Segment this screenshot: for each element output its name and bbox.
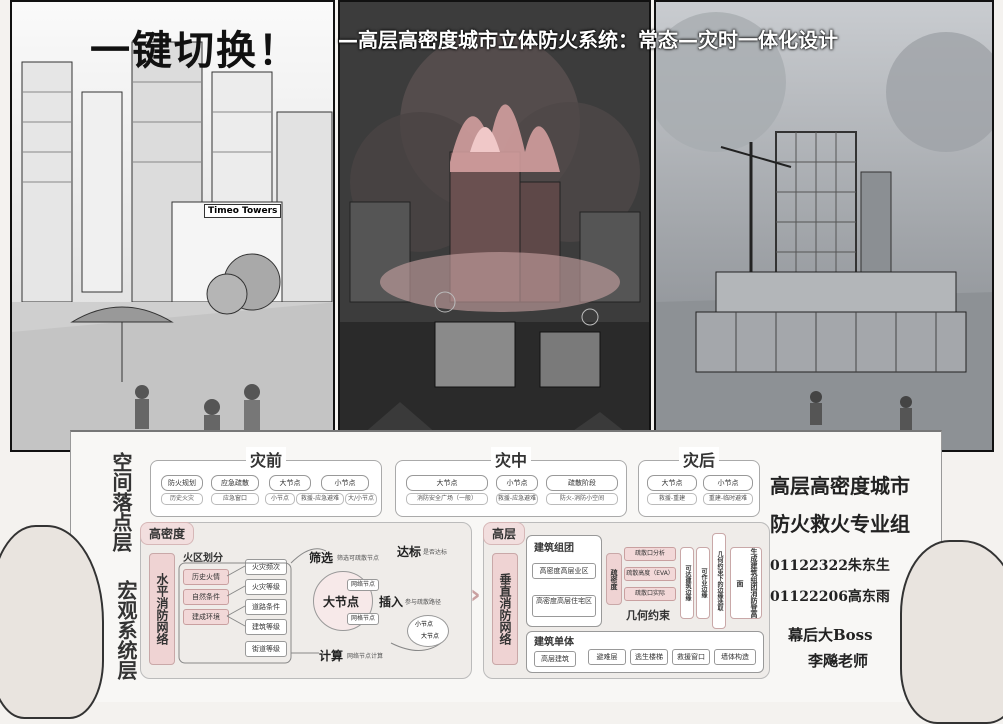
phase-item: 大节点 [406, 475, 488, 491]
subtitle: —高层高密度城市立体防火系统：常态—灾时一体化设计 [338, 28, 838, 52]
geometry-label: 几何约束 [626, 609, 670, 622]
phase-before-box: 灾前 防火规划 应急疏散 大节点 小节点 历史火灾 应急窗口 小节点 救援-应急… [150, 447, 382, 517]
team-line-1: 高层高密度城市 [770, 474, 910, 498]
density-bar: 疏密度 [606, 553, 622, 605]
row-right: 火灾等级 [245, 579, 287, 595]
row-right: 道路条件 [245, 599, 287, 615]
right-hand-illustration [900, 540, 1003, 724]
phase-item: 防火规划 [161, 475, 203, 491]
filter-note: 筛选可疏散节点 [337, 555, 380, 562]
insert-note: 参与疏散路径 [405, 599, 442, 606]
vertical-network-bar: 垂直消防网络 [492, 553, 518, 665]
module-high-density: 高密度 水平消防网络 火区划分 历史火情 自然条件 建成环境 火灾频次 火灾等级… [140, 522, 472, 679]
side-label: 可作业边缘 [696, 547, 710, 619]
phase-item: 大节点 [647, 475, 697, 491]
evac-item: 疏散口实际 [624, 587, 676, 601]
group-item: 高密度高层住宅区 [532, 595, 596, 617]
circle-label: 大节点 [421, 633, 440, 640]
unit-item: 逃生楼梯 [630, 649, 668, 665]
row-left: 建成环境 [183, 609, 229, 625]
left-title-macro: 宏观系统层 [114, 580, 138, 680]
row-right: 街道等级 [245, 641, 287, 657]
unit-item: 救援窗口 [672, 649, 710, 665]
benchmark-label: 达标 [397, 545, 422, 559]
phase-sub: 大/小节点 [345, 493, 377, 505]
small-node-circle [407, 615, 449, 647]
phase-item: 疏散阶段 [546, 475, 618, 491]
module-arrow-icon: › [470, 580, 481, 610]
side-label: 生成建筑组团消防登高面 [730, 547, 762, 619]
big-node-label: 大节点 [323, 595, 360, 609]
module-high-rise: 高层 垂直消防网络 建筑组团 高密度高层业区 高密度高层住宅区 疏密度 疏散口分… [483, 522, 770, 679]
phase-sub: 历史火灾 [161, 493, 203, 505]
phase-sub: 应急窗口 [211, 493, 259, 505]
phase-sub: 小节点 [265, 493, 295, 505]
row-left: 自然条件 [183, 589, 229, 605]
phase-item: 小节点 [496, 475, 538, 491]
city-before-illustration [12, 41, 333, 450]
calc-note: 网络节点计算 [347, 653, 384, 660]
left-hand-illustration [0, 525, 104, 719]
calc-label: 计算 [319, 649, 344, 663]
phase-sub: 消防安全广场（一般） [406, 493, 488, 505]
unit-item: 避难层 [588, 649, 626, 665]
unit-item: 高层建筑 [534, 651, 576, 667]
group-item: 高密度高层业区 [532, 563, 596, 579]
main-title: 一键切换！ [90, 27, 300, 74]
horizontal-network-bar: 水平消防网络 [149, 553, 175, 665]
phase-sub: 救援-应急避难 [496, 493, 538, 505]
boss-label: 幕后大Boss [788, 626, 873, 644]
comic-panel-after [654, 0, 994, 452]
phase-during-box: 灾中 大节点 小节点 疏散阶段 消防安全广场（一般） 救援-应急避难 防火-消防… [395, 447, 627, 517]
boss-name: 李飚老师 [808, 652, 869, 670]
zone-label: 火区划分 [183, 553, 223, 564]
comic-panel-during [338, 0, 651, 452]
row-right: 建筑等级 [245, 619, 287, 635]
side-label: 几何约束下的边缘选取 [712, 533, 726, 629]
phase-before-title: 灾前 [245, 447, 287, 471]
circle-label: 小节点 [415, 621, 434, 628]
module-title: 高层 [483, 522, 526, 545]
node-tag: 网格节点 [347, 613, 379, 625]
phase-item: 小节点 [321, 475, 369, 491]
phase-during-title: 灾中 [490, 447, 532, 471]
phase-item: 应急疏散 [211, 475, 259, 491]
phase-after-title: 灾后 [678, 447, 720, 471]
city-fire-illustration [340, 2, 649, 450]
phase-item: 大节点 [269, 475, 311, 491]
insert-label: 插入 [379, 595, 404, 609]
team-line-2: 防火救火专业组 [770, 512, 910, 536]
row-left: 历史火情 [183, 569, 229, 585]
unit-item: 墙体构造 [714, 649, 756, 665]
phase-sub: 救援-重建 [647, 493, 697, 505]
phase-after-box: 灾后 大节点 小节点 救援-重建 重建-临时避难 [638, 447, 760, 517]
benchmark-note: 是否达标 [423, 549, 448, 556]
phase-sub: 防火-消防小空间 [546, 493, 618, 505]
building-sign: Timeo Towers [204, 204, 282, 218]
phase-item: 小节点 [703, 475, 753, 491]
comic-panel-before: Timeo Towers [10, 0, 335, 452]
node-tag: 网络节点 [347, 579, 379, 591]
city-rebuild-illustration [656, 12, 992, 450]
unit-title: 建筑单体 [534, 637, 574, 648]
left-title-spatial: 空间落点层 [109, 452, 133, 552]
evac-item: 疏散口分析 [624, 547, 676, 561]
evac-item: 疏散高度（EVA） [624, 567, 676, 581]
team-member-1: 01122322朱东生 [770, 558, 890, 574]
left-module-connectors [178, 548, 442, 664]
group-title: 建筑组团 [534, 543, 574, 554]
filter-label: 筛选 [309, 551, 334, 565]
side-label: 可达建筑边缘 [680, 547, 694, 619]
phase-sub: 救援-应急避难 [296, 493, 344, 505]
team-member-2: 01122206高东雨 [770, 589, 890, 605]
module-title: 高密度 [140, 522, 195, 545]
phase-sub: 重建-临时避难 [703, 493, 753, 505]
